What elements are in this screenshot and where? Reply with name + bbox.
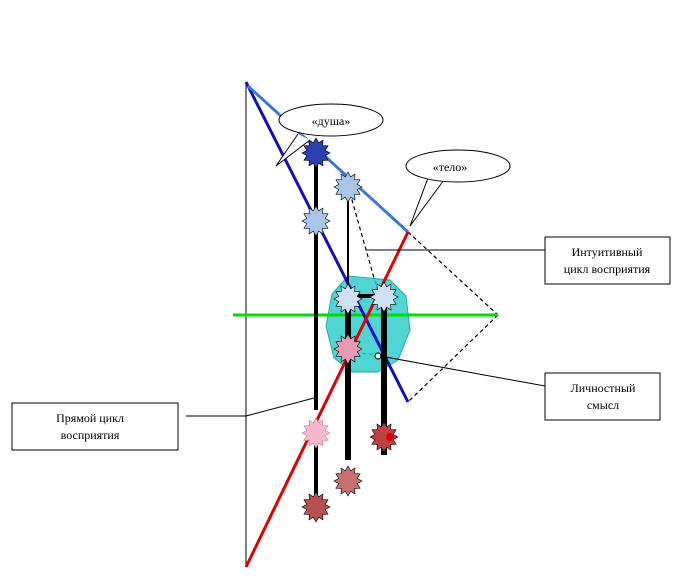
body-callout: «тело» [405,149,511,227]
starburst-icon [369,421,399,453]
soul-callout-bubble [278,103,384,137]
soul-label: «душа» [312,114,351,128]
intuitive-cycle-line-1: Интуитивный [572,245,643,259]
starburst-icon [301,491,331,523]
body-callout-bubble [405,149,511,183]
nodes [301,137,399,523]
personal-meaning-line-1: Личностный [571,381,636,395]
personal-meaning-line-2: смысл [587,398,619,412]
soul-callout: «душа» [275,103,384,167]
body-label: «тело» [433,160,468,174]
starburst-icon [301,205,331,237]
personal-meaning-box: Личностный смысл [544,372,661,421]
starburst-icon [333,465,363,497]
direct-leader-2 [245,397,315,417]
body-callout-pointer [409,177,445,227]
meaning-leader [379,355,546,387]
starburst-icon [333,333,363,365]
direct-cycle-line-1: Прямой цикл [56,411,124,425]
direct-cycle-line-2: восприятия [61,428,120,442]
direct-cycle-box: Прямой цикл восприятия [11,402,179,451]
red-dot [386,433,394,441]
starburst-icon [301,417,331,449]
starburst-icon [333,171,363,203]
starburst-icon [333,283,363,315]
leader-lines [186,249,546,417]
soul-callout-pointer [275,133,311,167]
intuitive-cycle-line-2: цикл восприятия [564,262,651,276]
intuitive-cycle-box: Интуитивный цикл восприятия [544,236,671,285]
light-blue-line [246,84,410,234]
starburst-icon [301,137,331,169]
starburst-icon [369,281,399,313]
